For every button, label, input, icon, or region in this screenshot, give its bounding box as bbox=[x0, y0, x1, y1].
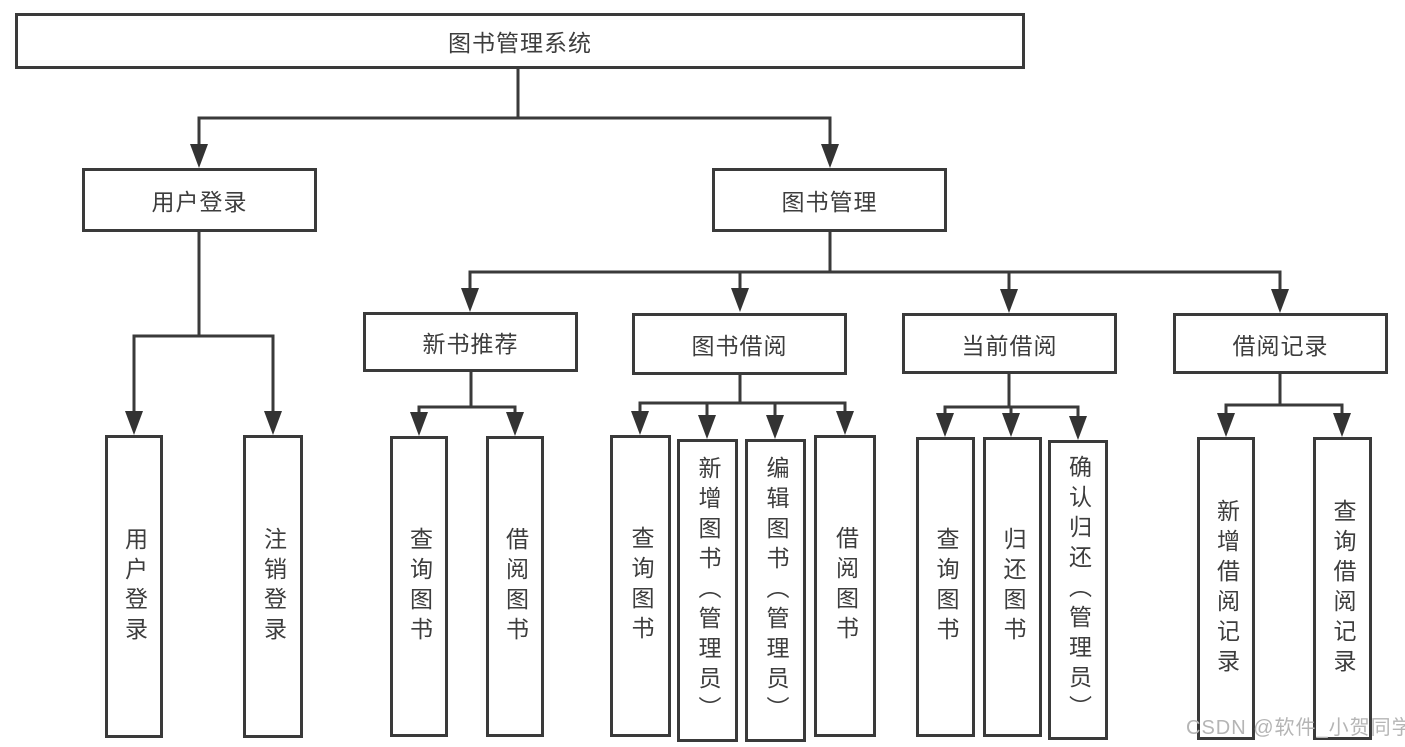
leaf-label: 确认归还（管理员） bbox=[1065, 455, 1092, 725]
connector-records-branch bbox=[1224, 403, 1344, 419]
node-library-management-system: 图书管理系统 bbox=[15, 13, 1025, 69]
node-book-management: 图书管理 bbox=[712, 168, 947, 232]
connector-bookborrow-branch bbox=[638, 401, 847, 417]
leaf-label: 查询借阅记录 bbox=[1330, 498, 1356, 679]
leaf-logout: 注销登录 bbox=[243, 435, 303, 738]
leaf-label: 新增借阅记录 bbox=[1213, 498, 1240, 679]
node-label: 用户登录 bbox=[151, 189, 248, 215]
leaf-label: 新增图书（管理员） bbox=[695, 455, 721, 726]
node-book-borrowing: 图书借阅 bbox=[632, 313, 847, 375]
leaf-label: 查询图书 bbox=[933, 527, 959, 647]
leaf-edit-book-admin: 编辑图书（管理员） bbox=[745, 439, 806, 742]
leaf-query-books-recommend: 查询图书 bbox=[390, 436, 448, 737]
arrowheads bbox=[125, 144, 1351, 440]
leaf-label: 查询图书 bbox=[628, 526, 654, 646]
leaf-label: 归还图书 bbox=[1000, 527, 1026, 647]
leaf-label: 编辑图书（管理员） bbox=[763, 455, 789, 726]
node-label: 借阅记录 bbox=[1232, 332, 1329, 359]
connector-root-branch bbox=[197, 116, 832, 150]
leaf-confirm-return-admin: 确认归还（管理员） bbox=[1048, 440, 1108, 740]
leaf-label: 查询图书 bbox=[406, 526, 433, 647]
csdn-watermark: CSDN @软件_小贺同学 bbox=[1186, 717, 1405, 739]
node-label: 图书管理 bbox=[781, 189, 878, 215]
node-user-login: 用户登录 bbox=[82, 168, 317, 232]
node-borrowing-records: 借阅记录 bbox=[1173, 313, 1388, 374]
node-label: 图书借阅 bbox=[691, 333, 788, 359]
leaf-label: 借阅图书 bbox=[832, 526, 859, 646]
node-current-borrowing: 当前借阅 bbox=[902, 313, 1117, 374]
leaf-label: 借阅图书 bbox=[502, 526, 529, 647]
leaf-query-borrow-record: 查询借阅记录 bbox=[1313, 437, 1372, 740]
connector-bookmgmt-branch bbox=[468, 270, 1282, 295]
node-label: 图书管理系统 bbox=[448, 30, 592, 56]
leaf-query-books-borrow: 查询图书 bbox=[610, 435, 671, 737]
node-label: 当前借阅 bbox=[961, 332, 1058, 359]
leaf-borrow-books-recommend: 借阅图书 bbox=[486, 436, 544, 737]
node-new-book-recommendation: 新书推荐 bbox=[363, 312, 578, 372]
leaf-user-login: 用户登录 bbox=[105, 435, 163, 738]
leaf-return-book: 归还图书 bbox=[983, 437, 1042, 737]
leaf-label: 用户登录 bbox=[121, 526, 148, 647]
leaf-query-books-current: 查询图书 bbox=[916, 437, 975, 737]
leaf-add-book-admin: 新增图书（管理员） bbox=[677, 439, 738, 742]
connector-newbook-branch bbox=[417, 405, 517, 419]
connector-userlogin-branch bbox=[132, 334, 275, 418]
leaf-label: 注销登录 bbox=[260, 526, 287, 647]
node-label: 新书推荐 bbox=[422, 331, 519, 357]
leaf-add-borrow-record: 新增借阅记录 bbox=[1197, 437, 1255, 740]
leaf-borrow-books: 借阅图书 bbox=[814, 435, 876, 737]
